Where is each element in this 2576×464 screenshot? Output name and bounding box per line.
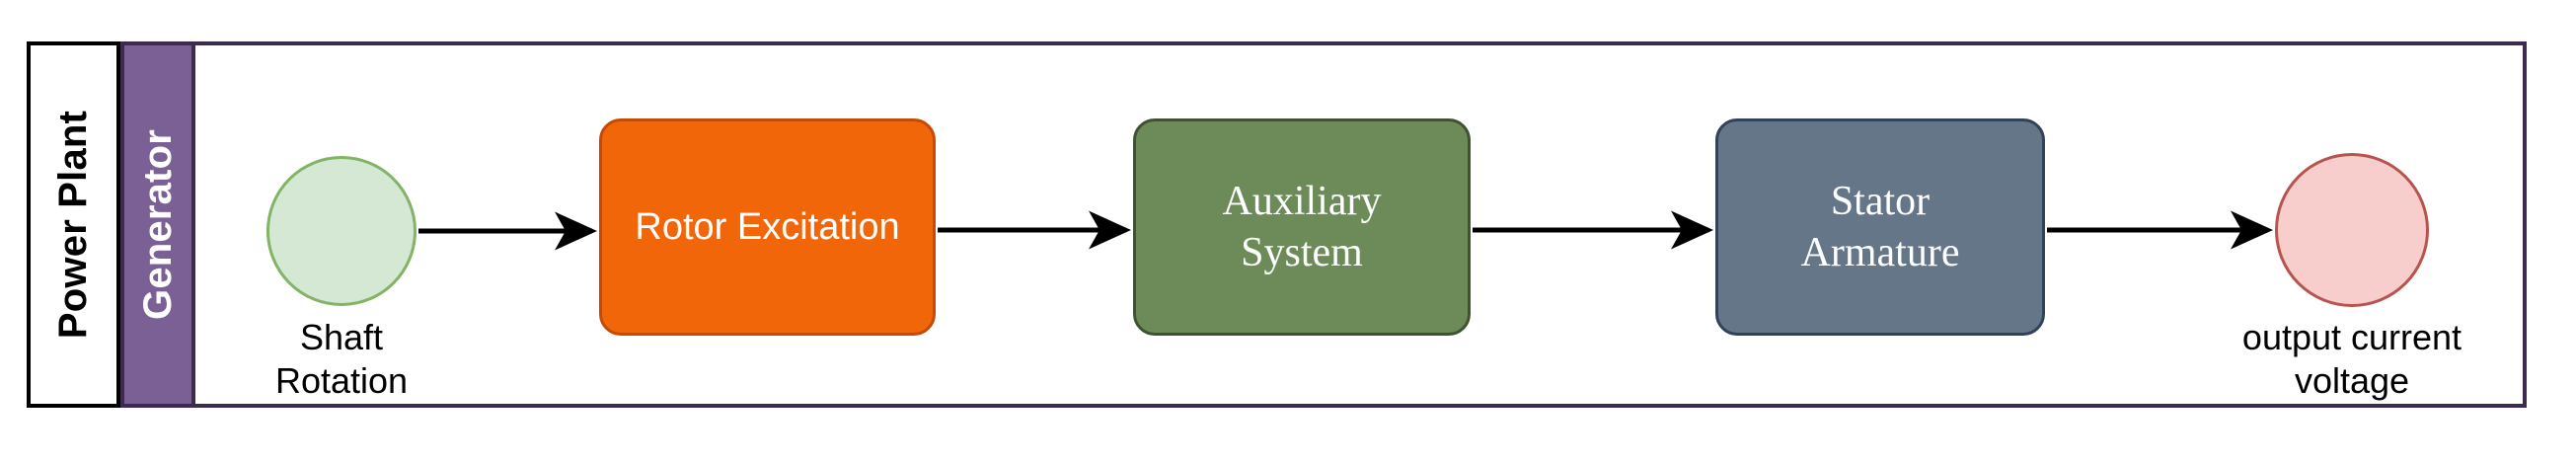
node-auxiliary-system-label: Auxiliary System — [1222, 179, 1382, 275]
pool-label-power-plant: Power Plant — [27, 41, 120, 408]
node-output-current-voltage[interactable] — [2275, 153, 2429, 307]
node-stator-armature-label: Stator Armature — [1800, 179, 1960, 275]
pool-label-text: Power Plant — [51, 110, 95, 340]
node-stator-armature[interactable]: Stator Armature — [1715, 118, 2045, 336]
node-auxiliary-system[interactable]: Auxiliary System — [1133, 118, 1471, 336]
lane-label-generator: Generator — [120, 41, 195, 408]
node-output-current-voltage-caption: output current voltage — [2241, 317, 2462, 401]
lane-label-text: Generator — [135, 129, 180, 320]
node-rotor-excitation[interactable]: Rotor Excitation — [599, 118, 936, 336]
node-shaft-rotation-caption: Shaft Rotation — [274, 317, 409, 401]
node-rotor-excitation-label: Rotor Excitation — [635, 206, 900, 248]
node-shaft-rotation[interactable] — [266, 156, 417, 306]
